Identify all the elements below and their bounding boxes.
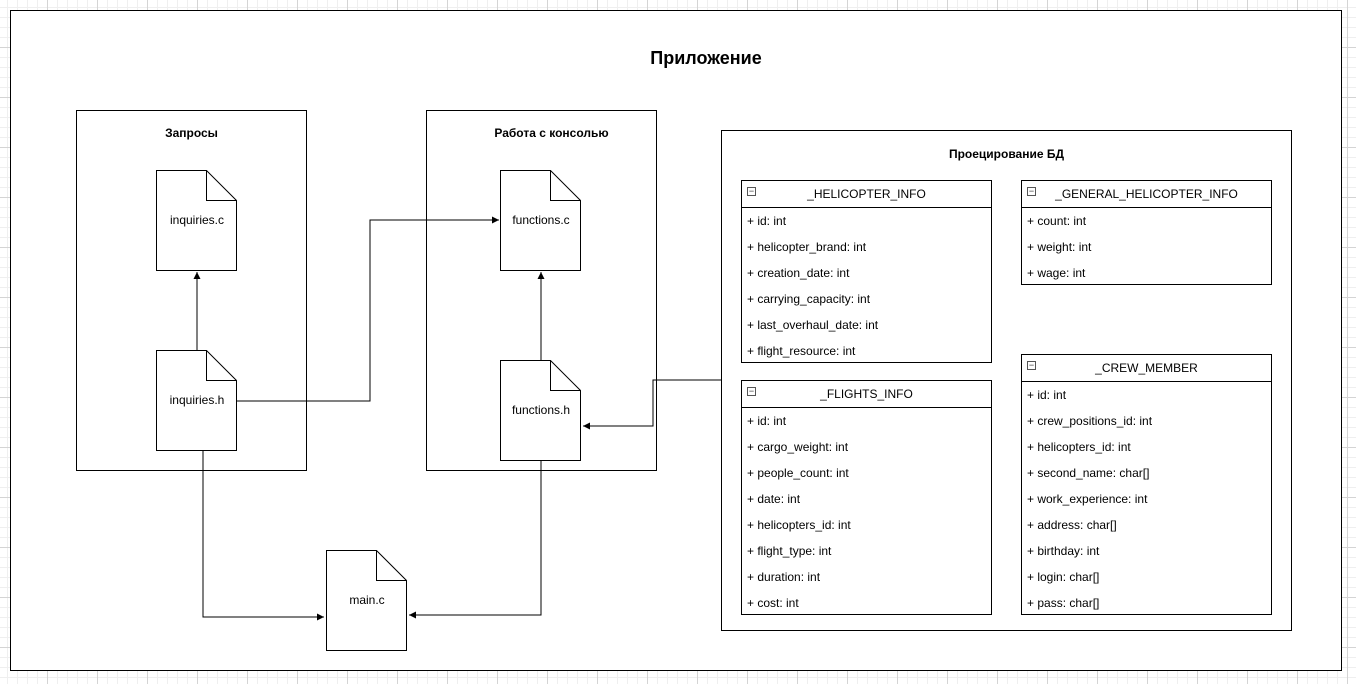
class-field: + wage: int	[1027, 266, 1086, 280]
arrow-inquiries-h-to-main	[202, 451, 324, 621]
class-name: _HELICOPTER_INFO	[807, 187, 926, 201]
arrow-db-to-functions-h	[583, 379, 721, 430]
group-queries-title: Запросы	[165, 126, 218, 140]
class-field: + duration: int	[747, 570, 821, 584]
class-field: + id: int	[747, 214, 787, 228]
class-header: − _CREW_MEMBER	[1022, 355, 1271, 382]
class-field: + crew_positions_id: int	[1027, 414, 1153, 428]
file-inquiries-h: inquiries.h	[156, 350, 238, 451]
file-icon	[326, 550, 407, 651]
class-field: + count: int	[1027, 214, 1087, 228]
class-name: _GENERAL_HELICOPTER_INFO	[1055, 187, 1238, 201]
group-console-title: Работа с консолью	[494, 126, 609, 140]
minus-icon[interactable]: −	[747, 386, 756, 396]
class-field: + flight_type: int	[747, 544, 832, 558]
class-field: + id: int	[1027, 388, 1067, 402]
minus-icon[interactable]: −	[1027, 186, 1036, 196]
file-functions-c: functions.c	[500, 170, 582, 271]
class-field: + helicopters_id: int	[1027, 440, 1131, 454]
file-label: inquiries.h	[169, 393, 225, 407]
class-field: + id: int	[747, 414, 787, 428]
class-field: + pass: char[]	[1027, 596, 1100, 610]
class-field: + address: char[]	[1027, 518, 1117, 532]
class-field: + work_experience: int	[1027, 492, 1148, 506]
class-header: − _HELICOPTER_INFO	[742, 181, 991, 208]
class-field: + weight: int	[1027, 240, 1092, 254]
class-field: + second_name: char[]	[1027, 466, 1150, 480]
class-general-helicopter-info[interactable]: − _GENERAL_HELICOPTER_INFO + count: int …	[1021, 180, 1272, 285]
class-field: + flight_resource: int	[747, 344, 856, 358]
class-field: + carrying_capacity: int	[747, 292, 871, 306]
class-name: _FLIGHTS_INFO	[820, 387, 913, 401]
minus-icon[interactable]: −	[747, 186, 756, 196]
class-field: + date: int	[747, 492, 801, 506]
file-label: inquiries.c	[169, 213, 225, 227]
class-field: + birthday: int	[1027, 544, 1100, 558]
file-icon	[500, 360, 581, 461]
class-field: + last_overhaul_date: int	[747, 318, 879, 332]
arrow-inquiries-h-to-functions-c	[237, 216, 499, 402]
file-main-c: main.c	[326, 550, 408, 651]
class-helicopter-info[interactable]: − _HELICOPTER_INFO + id: int + helicopte…	[741, 180, 992, 363]
file-label: main.c	[349, 593, 385, 607]
class-field: + login: char[]	[1027, 570, 1100, 584]
group-db-title: Проецирование БД	[948, 147, 1065, 161]
class-header: − _FLIGHTS_INFO	[742, 381, 991, 408]
class-field: + creation_date: int	[747, 266, 850, 280]
class-crew-member[interactable]: − _CREW_MEMBER + id: int + crew_position…	[1021, 354, 1272, 615]
file-icon	[500, 170, 581, 271]
file-inquiries-c: inquiries.c	[156, 170, 238, 271]
class-flights-info[interactable]: − _FLIGHTS_INFO + id: int + cargo_weight…	[741, 380, 992, 615]
file-label: functions.c	[512, 213, 570, 227]
file-label: functions.h	[511, 403, 571, 417]
file-icon	[156, 170, 237, 271]
class-name: _CREW_MEMBER	[1095, 361, 1198, 375]
file-icon	[156, 350, 237, 451]
class-field: + helicopters_id: int	[747, 518, 851, 532]
app-title: Приложение	[650, 48, 762, 68]
class-field: + cost: int	[747, 596, 799, 610]
file-functions-h: functions.h	[500, 360, 582, 461]
class-field: + helicopter_brand: int	[747, 240, 867, 254]
class-header: − _GENERAL_HELICOPTER_INFO	[1022, 181, 1271, 208]
class-field: + people_count: int	[747, 466, 849, 480]
class-field: + cargo_weight: int	[747, 440, 849, 454]
arrow-functions-h-to-main	[409, 461, 542, 619]
minus-icon[interactable]: −	[1027, 360, 1036, 370]
